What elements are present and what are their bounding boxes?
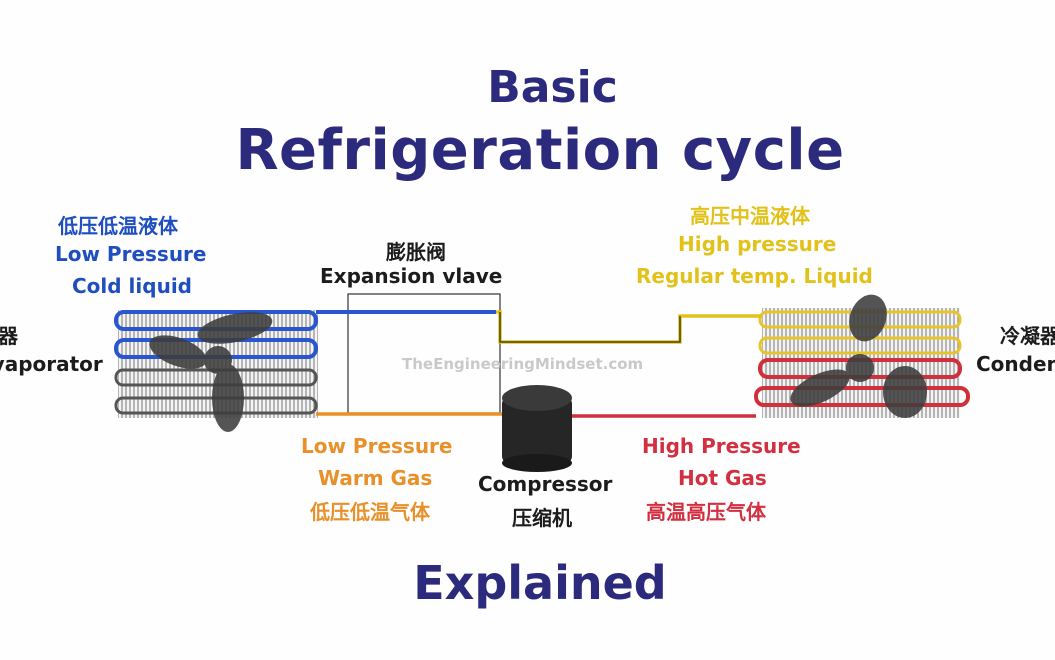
watermark: TheEngineeringMindset.com [402,355,644,373]
expansion-valve-label-en: Expansion vlave [320,264,503,288]
condenser-coil [754,294,970,418]
condenser-label-cn: 冷凝器 [1000,324,1055,348]
cold-liquid-label-en-1: Low Pressure [55,242,207,266]
regular-liquid-label-en-1: High pressure [678,232,837,256]
cold-liquid-label-en-2: Cold liquid [72,274,192,298]
condenser-fan [790,294,927,418]
title-refrigeration-cycle: Refrigeration cycle [235,118,845,183]
regular-liquid-label-cn: 高压中温液体 [690,204,810,228]
regular-liquid-pipe [496,310,762,344]
expansion-valve-label-cn: 膨胀阀 [386,240,446,264]
hot-gas-label-en-1: High Pressure [642,434,801,458]
regular-liquid-label-en-2: Regular temp. Liquid [636,264,873,288]
title-explained: Explained [413,556,667,610]
evaporator-label-cn: 蒸发器 [0,324,18,348]
title-basic: Basic [487,62,618,113]
warm-gas-label-en-1: Low Pressure [301,434,453,458]
hot-gas-label-cn: 高温高压气体 [646,500,766,524]
evaporator-label-en: Evaporator [0,352,103,376]
warm-gas-label-en-2: Warm Gas [318,466,433,490]
cold-liquid-label-cn: 低压低温液体 [58,214,178,238]
hot-gas-label-en-2: Hot Gas [678,466,767,490]
condenser-label-en: Condenser [976,352,1055,376]
evaporator-coil [114,310,318,432]
evaporator-fan [149,312,273,432]
warm-gas-label-cn: 低压低温气体 [310,500,430,524]
compressor-icon [502,385,572,472]
compressor-label-cn: 压缩机 [512,506,572,530]
compressor-label-en: Compressor [478,472,613,496]
